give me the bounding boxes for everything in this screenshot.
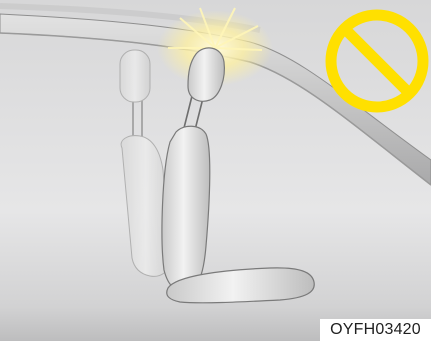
seatback xyxy=(162,126,210,291)
figure-code: OYFH03420 xyxy=(320,319,431,341)
